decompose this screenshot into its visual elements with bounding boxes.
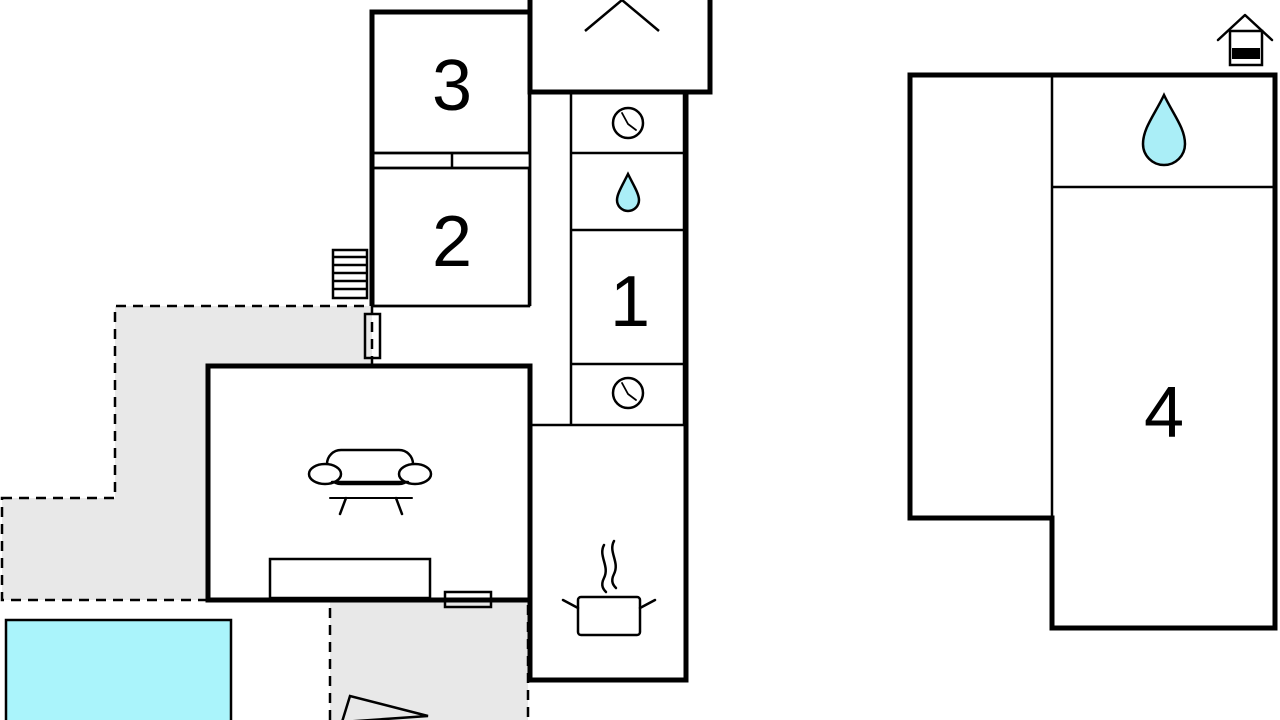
sofa-icon — [307, 448, 433, 516]
wedge-shape — [341, 694, 429, 720]
cooking-pot-icon — [561, 539, 657, 637]
room-number-3: 3 — [432, 46, 472, 126]
terrace-south — [328, 598, 530, 720]
door-frame — [363, 312, 382, 360]
room-number-2: 2 — [432, 202, 472, 282]
clock-icon — [611, 376, 645, 410]
window-living — [443, 590, 493, 609]
corridor-outer — [527, 92, 689, 683]
pool — [4, 618, 233, 720]
water-drop-icon — [615, 171, 641, 213]
water-drop-icon — [1141, 92, 1187, 167]
room-number-4: 4 — [1144, 373, 1184, 453]
terrace-west — [0, 304, 374, 602]
room-number-1: 1 — [610, 262, 650, 342]
entrance — [527, 0, 713, 95]
entrance-roof-mark — [584, 0, 660, 32]
clock-icon — [611, 106, 645, 140]
annex-building — [907, 72, 1278, 631]
house-icon — [1216, 13, 1274, 67]
fireplace — [268, 557, 432, 600]
stairs-icon — [331, 248, 369, 300]
